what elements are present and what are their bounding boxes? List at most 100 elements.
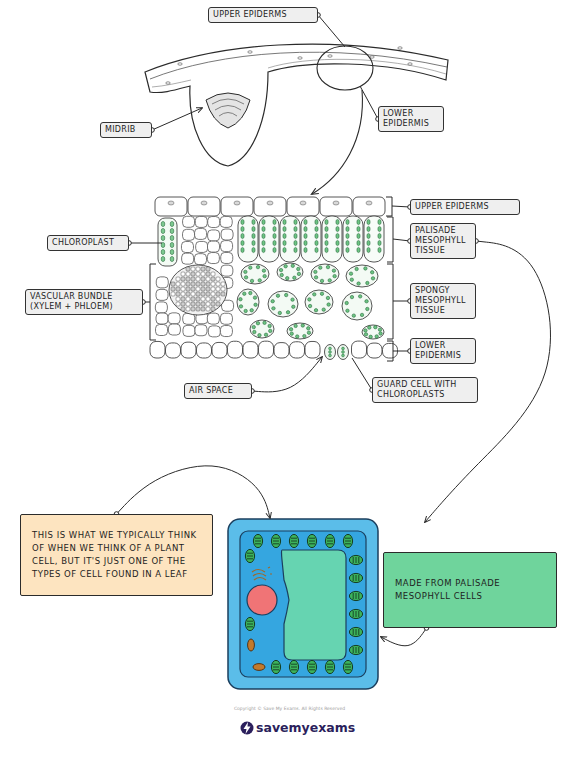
xylem-phloem-cell: [211, 292, 215, 296]
chloroplast-dot: [262, 219, 265, 224]
thylakoid-stripe: [358, 647, 359, 653]
chloroplast-dot: [256, 322, 259, 325]
spongy-cell: [346, 265, 378, 287]
chloroplast-dot: [358, 295, 361, 298]
xylem-phloem-cell: [186, 282, 190, 286]
chloroplast-dot: [269, 329, 272, 332]
xylem-phloem-cell: [196, 302, 200, 306]
leaf-section: [145, 44, 448, 194]
thylakoid-stripe: [247, 558, 253, 559]
lower-epidermis-cell: [367, 343, 382, 358]
chloroplast-dot: [273, 247, 276, 252]
chloroplast-dot: [378, 247, 381, 252]
chloroplast-dot: [278, 311, 281, 314]
nucleus: [247, 585, 277, 615]
chloroplast-dot: [357, 240, 360, 245]
thylakoid-stripe: [356, 557, 357, 563]
xylem-phloem-cell: [201, 302, 205, 306]
logo-wordmark: savemyexams: [256, 720, 366, 736]
chloroplast-dot: [357, 282, 360, 285]
xylem-phloem-cell: [176, 287, 180, 291]
chloroplast-dot: [378, 219, 381, 224]
chloroplast-dot: [301, 324, 304, 327]
ground-cell: [156, 325, 168, 336]
chloroplast-dot: [276, 294, 279, 297]
ground-cell: [196, 241, 208, 252]
xylem-phloem-cell: [186, 267, 190, 271]
palisade-cell: [364, 216, 384, 262]
chloroplast-dot: [262, 233, 265, 238]
chloroplast: [349, 555, 362, 564]
xylem-phloem-cell: [181, 297, 185, 301]
chloroplast-body: [245, 549, 254, 562]
xylem-phloem-cell: [191, 267, 195, 271]
chloroplast-dot: [350, 295, 353, 298]
leader-line: [117, 466, 271, 518]
guard-cell: [325, 345, 336, 360]
xylem-phloem-cell: [206, 292, 210, 296]
chloroplast-dot: [241, 219, 244, 224]
cell-nucleus: [168, 201, 174, 205]
chloroplast-dot: [161, 256, 165, 261]
label-text: MADE FROM PALISADE MESOPHYLL CELLS: [395, 577, 545, 603]
leader-line: [381, 628, 427, 646]
xylem-phloem-cell: [186, 287, 190, 291]
chloroplast-dot: [256, 265, 259, 268]
logo-circle: [241, 722, 254, 735]
thylakoid-stripe: [247, 553, 253, 554]
thylakoid-stripe: [273, 664, 279, 665]
chloroplast-dot: [367, 233, 370, 238]
thylakoid-stripe: [327, 669, 333, 670]
chloroplast-dot: [161, 221, 165, 226]
thylakoid-stripe: [358, 593, 359, 599]
label-text: LOWER EPIDERMIS: [415, 341, 471, 361]
chloroplast-dot: [252, 247, 255, 252]
chloroplast: [253, 534, 262, 547]
ground-cell: [220, 216, 232, 227]
mitochondrion: [248, 639, 255, 651]
cell-nucleus: [267, 201, 273, 205]
leader-line: [129, 243, 162, 244]
leader-line: [152, 108, 202, 130]
chloroplast-dot: [315, 233, 318, 238]
chloroplast-dot: [294, 240, 297, 245]
chloroplast-dot: [329, 347, 332, 350]
cell-nucleus: [333, 201, 339, 205]
lower-epidermis-cell: [290, 342, 305, 358]
chloroplast-dot: [273, 219, 276, 224]
ground-cell: [168, 313, 180, 324]
chloroplast-dot: [336, 247, 339, 252]
chloroplast-dot: [328, 279, 331, 282]
lower-epidermis-cell: [181, 342, 196, 358]
xylem-phloem-cell: [201, 287, 205, 291]
xylem-phloem-cell: [201, 282, 205, 286]
thylakoid-stripe: [291, 669, 297, 670]
chloroplast-dot: [374, 325, 377, 328]
thylakoid-stripe: [327, 541, 333, 542]
xylem-phloem-cell: [171, 292, 175, 296]
golgi: [252, 567, 272, 580]
palisade-cell: [322, 216, 342, 262]
spongy-cell: [305, 290, 333, 314]
chloroplast-dot: [294, 247, 297, 252]
chloroplast-dot: [241, 247, 244, 252]
label-text: UPPER EPIDERMS: [213, 10, 313, 20]
copyright-note: Copyright © Save My Exams. All Rights Re…: [0, 706, 579, 712]
midrib-vascular-bundle: [206, 93, 250, 128]
chloroplast-dot: [370, 271, 373, 274]
ground-cell: [207, 253, 219, 264]
lower-epidermis-cell: [352, 341, 367, 358]
chloroplast-dot: [170, 256, 174, 261]
chloroplast-dot: [252, 233, 255, 238]
chloroplast-dot: [329, 354, 332, 357]
stoma-mark: [398, 47, 402, 49]
xylem-phloem-cell: [196, 272, 200, 276]
stoma-mark: [248, 51, 252, 53]
chloroplast-dot: [350, 278, 353, 281]
chloroplast-body: [349, 555, 362, 564]
thylakoid-stripe: [345, 667, 351, 668]
label-text: SPONGY MESOPHYLL TISSUE: [415, 286, 471, 316]
chloroplast-dot: [292, 305, 295, 308]
chloroplast-body: [253, 534, 262, 547]
note-box: MADE FROM PALISADE MESOPHYLL CELLS: [383, 552, 557, 628]
